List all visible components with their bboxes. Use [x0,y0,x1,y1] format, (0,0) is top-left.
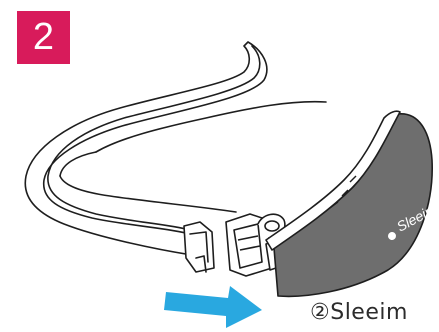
arrow-right-icon [164,286,262,328]
step-caption: ②Sleeim [310,298,439,332]
sleeim-device-illustration: Sleeim [266,111,439,296]
